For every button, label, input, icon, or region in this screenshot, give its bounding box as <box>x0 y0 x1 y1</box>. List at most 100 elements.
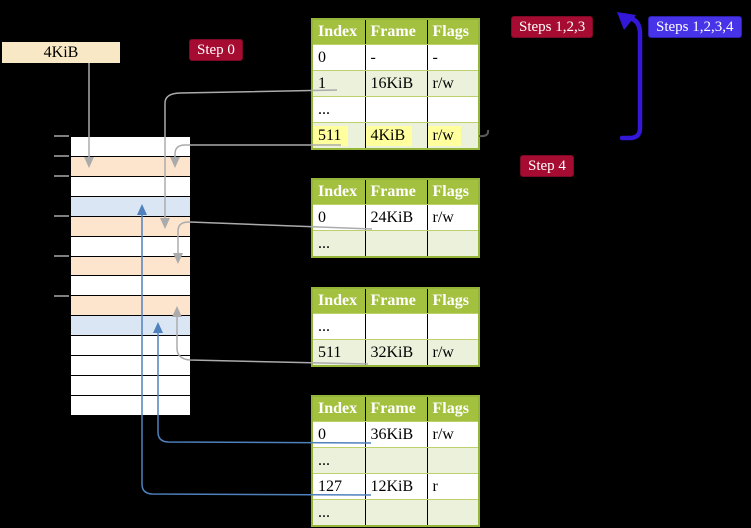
table-cell <box>365 313 428 340</box>
table-cell: r/w <box>427 421 479 448</box>
table-cell: 24KiB <box>365 204 428 231</box>
table-cell: 12KiB <box>365 473 428 500</box>
table-header-cell: Flags <box>427 179 479 205</box>
highlighted-value: 511 <box>313 125 349 146</box>
table-cell: ... <box>312 499 366 527</box>
table-cell <box>427 447 479 474</box>
memory-frame-row <box>71 316 190 337</box>
table-cell: r/w <box>427 70 479 97</box>
table-cell: 4KiB <box>365 122 428 150</box>
table-cell: 127 <box>312 473 366 500</box>
table-header-cell: Index <box>312 288 366 314</box>
tick-mark <box>54 255 69 257</box>
table-cell <box>365 499 428 527</box>
table-row: ... <box>312 499 479 527</box>
tick-mark <box>54 175 69 177</box>
table-cell: 32KiB <box>365 339 428 367</box>
table-header-cell: Frame <box>365 396 428 422</box>
steps-1234-badge: Steps 1,2,3,4 <box>648 16 742 38</box>
table-cell: - <box>365 44 428 71</box>
tick-mark <box>54 135 69 137</box>
table-cell <box>365 447 428 474</box>
table-cell: r/w <box>427 122 479 150</box>
table-cell: 16KiB <box>365 70 428 97</box>
step-0-badge: Step 0 <box>189 39 243 61</box>
table-header-cell: Index <box>312 19 366 45</box>
table-header-cell: Index <box>312 396 366 422</box>
table-cell: ... <box>312 96 366 123</box>
memory-frame-row <box>71 176 190 197</box>
tick-mark <box>54 295 69 297</box>
table-row: 511 4KiB r/w <box>312 122 479 150</box>
table-header-cell: Flags <box>427 19 479 45</box>
highlighted-value: 4KiB <box>365 125 413 146</box>
table-cell: 0 <box>312 204 366 231</box>
memory-frame-row <box>71 336 190 357</box>
memory-frame-row <box>71 196 190 217</box>
memory-frame-row <box>71 236 190 257</box>
table-row: ... <box>312 313 479 340</box>
table-cell <box>365 96 428 123</box>
table-header-cell: Frame <box>365 179 428 205</box>
stub-line-icon <box>478 129 490 138</box>
memory-frame-row <box>71 356 190 377</box>
table-cell: - <box>427 44 479 71</box>
memory-frame-row <box>71 256 190 277</box>
table-row: 0-- <box>312 44 479 71</box>
memory-frame-row <box>71 216 190 237</box>
table-cell <box>427 230 479 258</box>
table-cell: ... <box>312 230 366 258</box>
memory-frame-row <box>71 276 190 297</box>
memory-frame-row <box>71 156 190 177</box>
big-loop-arrow-icon <box>619 15 643 141</box>
table-cell: r <box>427 473 479 500</box>
table-cell: 0 <box>312 421 366 448</box>
memory-frame-row <box>71 137 190 157</box>
table-cell: ... <box>312 313 366 340</box>
table-row: ... <box>312 230 479 258</box>
table-row: ... <box>312 96 479 123</box>
highlighted-value: r/w <box>427 125 461 146</box>
table-cell: 511 <box>312 339 366 367</box>
table-header-cell: Flags <box>427 288 479 314</box>
memory-frame-row <box>71 376 190 396</box>
table-row: ... <box>312 447 479 474</box>
memory-frame-row <box>71 395 190 415</box>
memory-frame-row <box>71 296 190 317</box>
table-cell: r/w <box>427 204 479 231</box>
frame-size-label: 4KiB <box>2 42 120 63</box>
table-cell: 1 <box>312 70 366 97</box>
table-header-cell: Frame <box>365 288 428 314</box>
table-header-cell: Frame <box>365 19 428 45</box>
tick-mark <box>54 215 69 217</box>
table-cell: 511 <box>312 122 366 150</box>
table-cell <box>427 96 479 123</box>
table-cell: r/w <box>427 339 479 367</box>
table-cell: ... <box>312 447 366 474</box>
table-cell <box>427 313 479 340</box>
table-cell <box>365 230 428 258</box>
tick-mark <box>54 155 69 157</box>
table-header-cell: Index <box>312 179 366 205</box>
table-cell <box>427 499 479 527</box>
table-header-cell: Flags <box>427 396 479 422</box>
steps-123-badge: Steps 1,2,3 <box>511 16 594 38</box>
big-loop-arrowhead-icon <box>617 12 636 30</box>
table-cell: 36KiB <box>365 421 428 448</box>
physical-memory-stack <box>70 136 191 416</box>
table-cell: 0 <box>312 44 366 71</box>
step-4-badge: Step 4 <box>520 155 574 177</box>
